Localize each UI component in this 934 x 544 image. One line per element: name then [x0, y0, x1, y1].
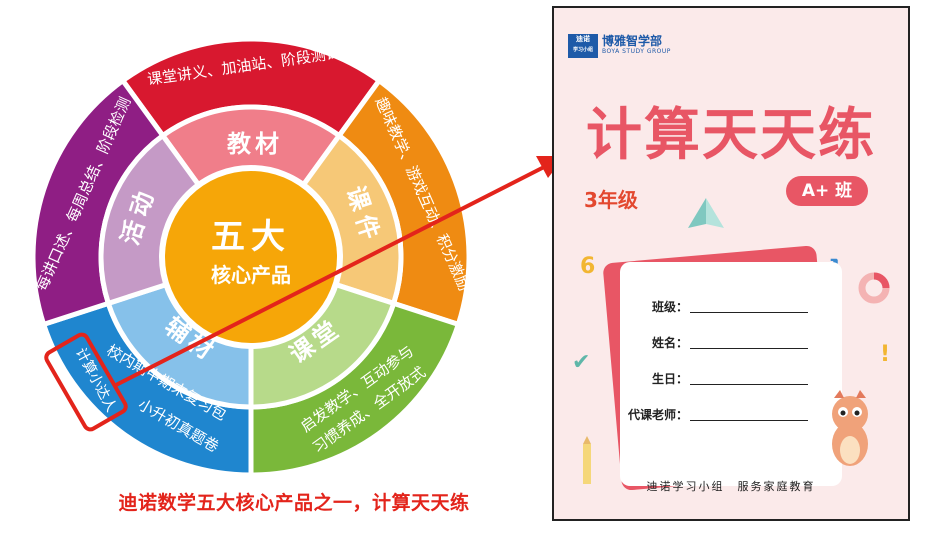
highlight-box [44, 332, 128, 432]
field-name-line [690, 348, 808, 349]
donut-chart-icon [858, 272, 890, 304]
exclamation-icon: ! [880, 342, 891, 367]
wheel-center-circle [165, 171, 337, 343]
caption: 迪诺数学五大核心产品之一，计算天天练 [118, 492, 470, 514]
grade-label: 3年级 [584, 188, 638, 212]
center-subtitle: 核心产品 [211, 263, 291, 287]
cover-title: 计算天天练 [586, 103, 876, 168]
field-class-line [690, 312, 808, 313]
field-teacher-label: 代课老师： [627, 408, 688, 422]
workbook-cover: 迪诺 学习小组 博雅智学部 BOYA STUDY GROUP 计算天天练 3年级… [552, 6, 910, 521]
pencil-icon [583, 436, 591, 484]
field-birthday-label: 生日： [651, 372, 688, 386]
pyramid-icon [688, 198, 724, 228]
brand-name: 博雅智学部 [602, 34, 663, 48]
inner-label-jiaocai: 教材 [227, 130, 283, 158]
deco-number: 6 [580, 254, 596, 279]
dinosaur-mascot-icon [832, 390, 868, 466]
five-core-products-wheel: 五大 核心产品 教材 课件 课堂 辅材 活动 课堂讲义、加油站、阶段测试卷 趣味… [33, 39, 469, 475]
brand-subtitle: BOYA STUDY GROUP [602, 48, 671, 55]
checkmark-icon: ✔ [572, 350, 591, 375]
field-name-label: 姓名： [651, 336, 688, 350]
field-class-label: 班级： [651, 300, 688, 314]
center-title: 五大 [211, 217, 291, 257]
field-birthday-line [690, 384, 808, 385]
dino-logo: 迪诺 学习小组 [568, 34, 598, 58]
cover-footer: 迪诺学习小组 服务家庭教育 [646, 480, 816, 493]
class-badge: A+ 班 [786, 176, 868, 206]
field-teacher-line [690, 420, 808, 421]
info-card [620, 262, 842, 486]
